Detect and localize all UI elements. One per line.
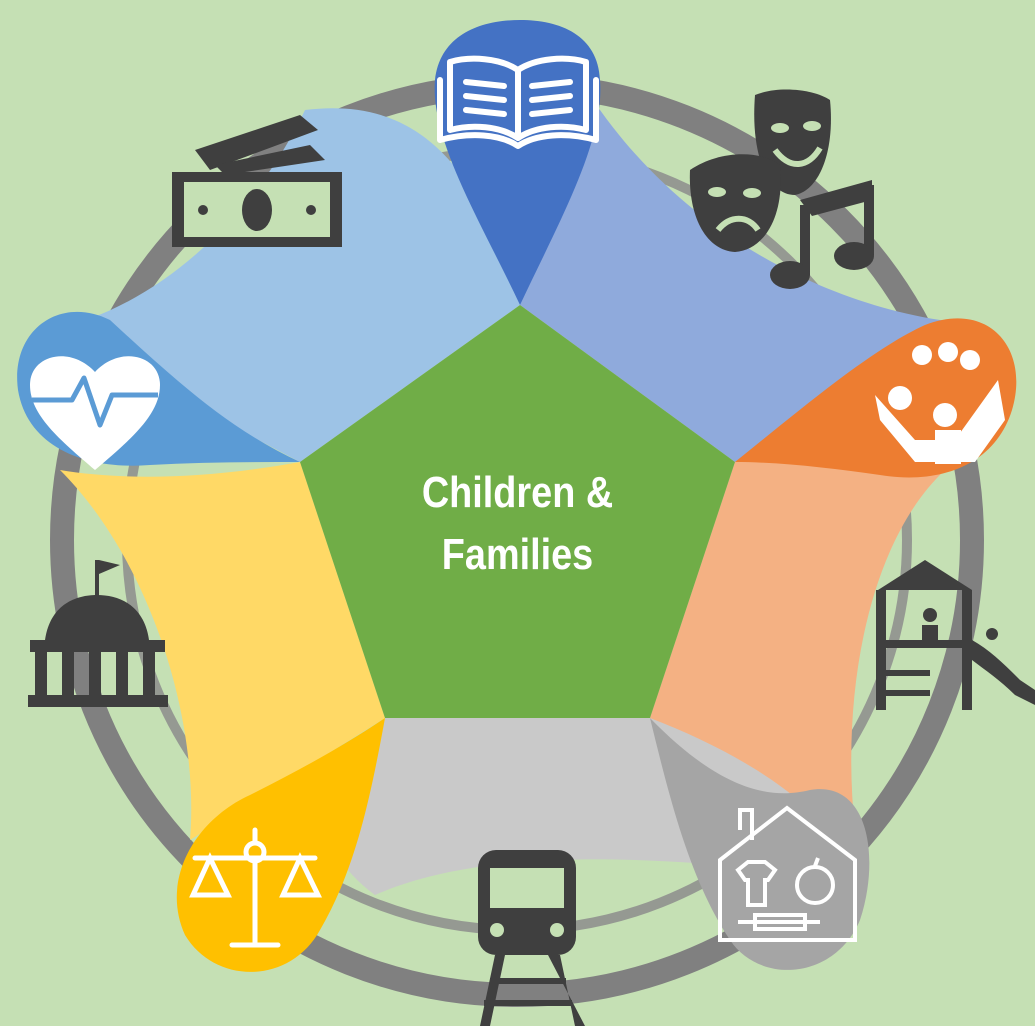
tip-book: [434, 20, 601, 305]
capitol-icon: [28, 560, 168, 707]
center-label-line-1: Children &: [421, 468, 614, 517]
tip-justice: [176, 718, 385, 972]
lobe-left: [60, 462, 385, 840]
home-needs-icon: [718, 805, 857, 942]
center-label-line-2: Families: [441, 530, 594, 579]
playground-icon: [876, 560, 1035, 710]
lobe-right: [650, 446, 945, 830]
lobe-top-right: [520, 108, 955, 462]
family-icon: [875, 342, 1005, 464]
tip-home: [650, 718, 870, 970]
center-pentagon: [300, 305, 735, 718]
center-label: Children & Families: [72, 462, 962, 586]
heart-pulse-icon: [30, 356, 160, 470]
book-icon: [437, 55, 599, 149]
train-icon: [478, 850, 585, 1026]
scales-icon: [189, 827, 322, 948]
theater-music-icon: [689, 89, 874, 289]
money-icon: [172, 115, 342, 247]
